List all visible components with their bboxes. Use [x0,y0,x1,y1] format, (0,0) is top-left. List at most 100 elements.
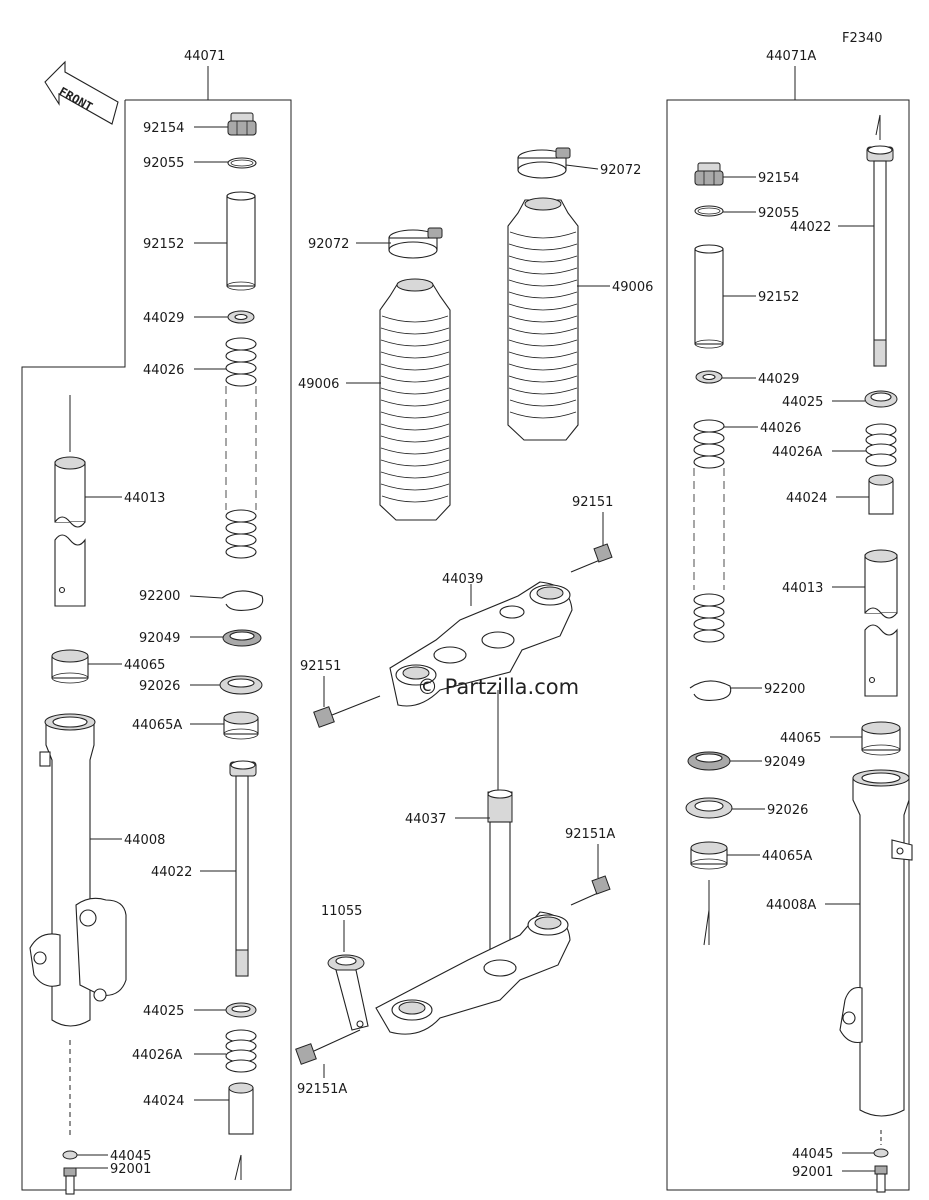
circlip-92200-right [689,680,732,701]
label-92072-right: 92072 [600,163,641,178]
piece-44024-right [868,474,894,515]
bushing-44065A-right [690,841,728,870]
bushing-44065A [223,711,259,740]
gasket-44045 [62,1150,78,1160]
assembly-label-right: 44071A [766,49,816,64]
lower-bracket [375,911,571,1035]
inner-tube-44013-right [864,549,898,697]
collar-92152-right [694,244,724,349]
label-44039: 44039 [442,572,483,587]
piece-44024 [228,1082,254,1135]
label-92026-right: 92026 [767,803,808,818]
label-49006-left: 49006 [298,377,339,392]
label-44029: 44029 [143,311,184,326]
left-parts [29,112,264,1195]
label-44065: 44065 [124,658,165,673]
label-44045-right: 44045 [792,1147,833,1162]
center-leaders [323,164,610,1078]
label-44029-right: 44029 [758,372,799,387]
oil-seal-92049-right [687,751,731,771]
label-92055: 92055 [143,156,184,171]
right-leaders [722,176,875,1172]
label-44025-right: 44025 [782,395,823,410]
center-labels: 92072 92072 49006 49006 92151 44039 9215… [297,163,653,1097]
front-arrow-icon: FRONT [44,60,119,125]
bracket-11055 [327,954,369,1031]
label-92154-right: 92154 [758,171,799,186]
bolt-92151A-lower [295,1029,361,1065]
left-leaders [76,126,236,1169]
label-44008A: 44008A [766,898,816,913]
label-92200-right: 92200 [764,682,805,697]
left-assembly-box [21,99,292,1191]
center-parts [295,147,613,1065]
bolt-92151-upper [570,543,613,573]
label-44065A-right: 44065A [762,849,812,864]
bolt-92151-lower [313,695,381,728]
gasket-44045-right [873,1148,889,1158]
label-92026: 92026 [139,679,180,694]
collar-92152 [226,191,256,291]
oil-seal-92049 [222,629,262,647]
outer-tube-44008 [29,713,127,1027]
bushing-44065 [51,649,89,684]
label-92151A-lower: 92151A [297,1082,347,1097]
spring-44026A-right [865,423,897,467]
label-92152: 92152 [143,237,184,252]
label-92151-lower: 92151 [300,659,341,674]
label-92151-upper: 92151 [572,495,613,510]
left-labels: 92154 92055 92152 44029 44026 44013 9220… [110,121,192,1177]
o-ring-92055 [227,157,257,169]
spring-44026-right [693,419,725,643]
cap-bolt-92154 [227,112,257,136]
label-92200: 92200 [139,589,180,604]
label-44026A-right: 44026A [772,445,822,460]
clamp-92072-left [388,227,443,259]
label-44022: 44022 [151,865,192,880]
o-ring-92055-right [694,205,724,217]
label-49006-right: 49006 [612,280,653,295]
label-44026: 44026 [143,363,184,378]
label-44024: 44024 [143,1094,184,1109]
label-92049-right: 92049 [764,755,805,770]
label-92001: 92001 [110,1162,151,1177]
bolt-92001-right [874,1165,888,1193]
boot-49006-left [379,278,451,521]
label-92001-right: 92001 [792,1165,833,1180]
label-92049: 92049 [139,631,180,646]
label-44026-right: 44026 [760,421,801,436]
label-44065-right: 44065 [780,731,821,746]
label-44008: 44008 [124,833,165,848]
right-labels: 92154 92055 44022 92152 44029 44025 4402… [758,171,833,1180]
label-92154: 92154 [143,121,184,136]
label-44022-right: 44022 [790,220,831,235]
label-11055: 11055 [321,904,362,919]
label-44065A: 44065A [132,718,182,733]
spring-44026 [225,337,257,559]
label-92152-right: 92152 [758,290,799,305]
label-44026A: 44026A [132,1048,182,1063]
watermark: © Partzilla.com [417,675,579,699]
label-92072-left: 92072 [308,237,349,252]
inner-tube-44013 [54,395,86,607]
right-parts [685,114,913,1193]
label-44025: 44025 [143,1004,184,1019]
damper-rod-44022-right [866,114,894,367]
label-44024-right: 44024 [786,491,827,506]
right-assembly-box [666,99,910,1191]
bushing-44065-right [861,721,901,756]
outer-tube-44008A [839,769,913,1117]
cap-bolt-92154-right [694,162,724,186]
label-44045: 44045 [110,1149,151,1164]
stem-44037 [485,690,515,971]
label-44013-right: 44013 [782,581,823,596]
bolt-92151A-upper [570,875,611,906]
label-92151A-upper: 92151A [565,827,615,842]
boot-49006-right [507,197,579,441]
circlip-92200 [221,590,264,611]
label-44037: 44037 [405,812,446,827]
damper-rod-44022 [229,760,257,977]
upper-bracket-44039 [389,581,573,707]
assembly-label-left: 44071 [184,49,225,64]
